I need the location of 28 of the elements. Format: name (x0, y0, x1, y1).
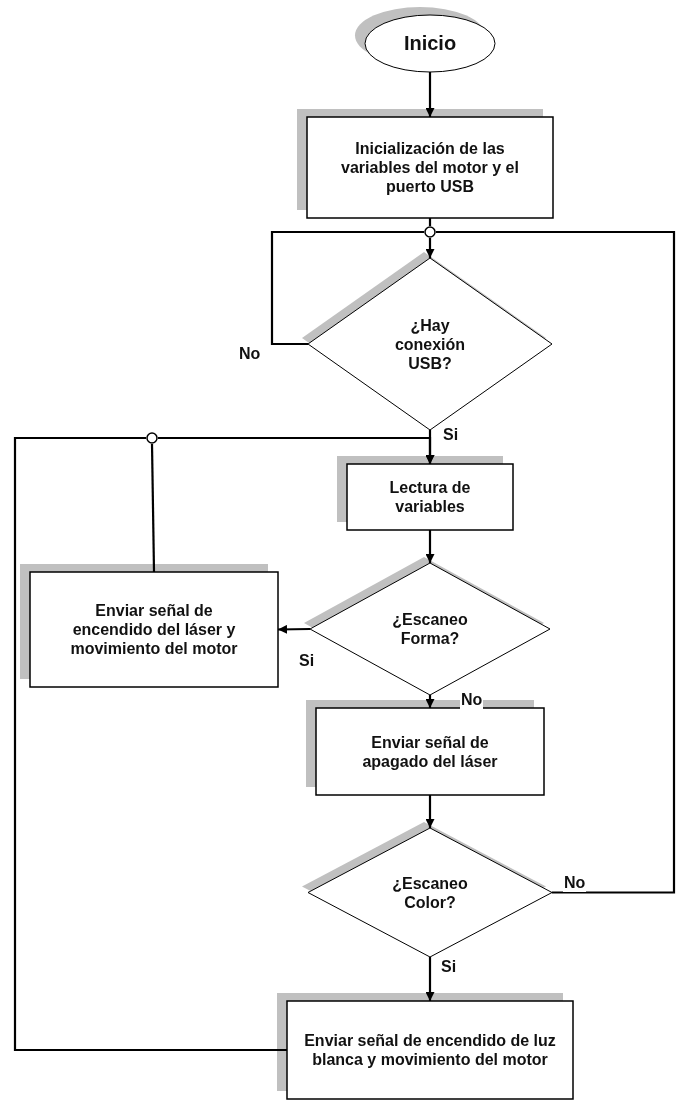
node-label: Enviar señal de apagado del láser (361, 732, 499, 771)
connector-arrow (425, 695, 435, 708)
decision-diamond (302, 822, 552, 957)
edge-label: No (563, 874, 587, 892)
process-box (277, 993, 573, 1099)
process-box (337, 456, 513, 530)
node-label: Enviar señal de encendido del láser y movimiento del motor (69, 601, 239, 658)
connector-arrow (425, 72, 435, 117)
connector-arrow (278, 624, 310, 634)
node-label: ¿Escaneo Color? (391, 873, 469, 912)
connector-arrow (425, 238, 435, 258)
process-box (20, 564, 278, 687)
edge-label: No (460, 691, 484, 709)
connector-arrow (425, 795, 435, 828)
node-label: Inicialización de las variables del motor y el puerto USB (340, 139, 520, 196)
node-label: Enviar señal de encendido de luz blanca y movimiento del motor (303, 1031, 557, 1069)
connector-arrow (158, 436, 435, 464)
node-label: ¿Escaneo Forma? (391, 610, 469, 648)
decision-diamond (302, 252, 552, 430)
node-label: Inicio (403, 34, 457, 53)
junction-circle (146, 432, 158, 444)
node-label: ¿Hay conexión USB? (393, 315, 467, 373)
junction-circle (424, 226, 436, 238)
connector-arrow (425, 957, 435, 1001)
node-label: Lectura de variables (388, 478, 472, 516)
start-terminal (355, 7, 495, 72)
connector-arrow (425, 530, 435, 563)
process-box (297, 109, 553, 218)
